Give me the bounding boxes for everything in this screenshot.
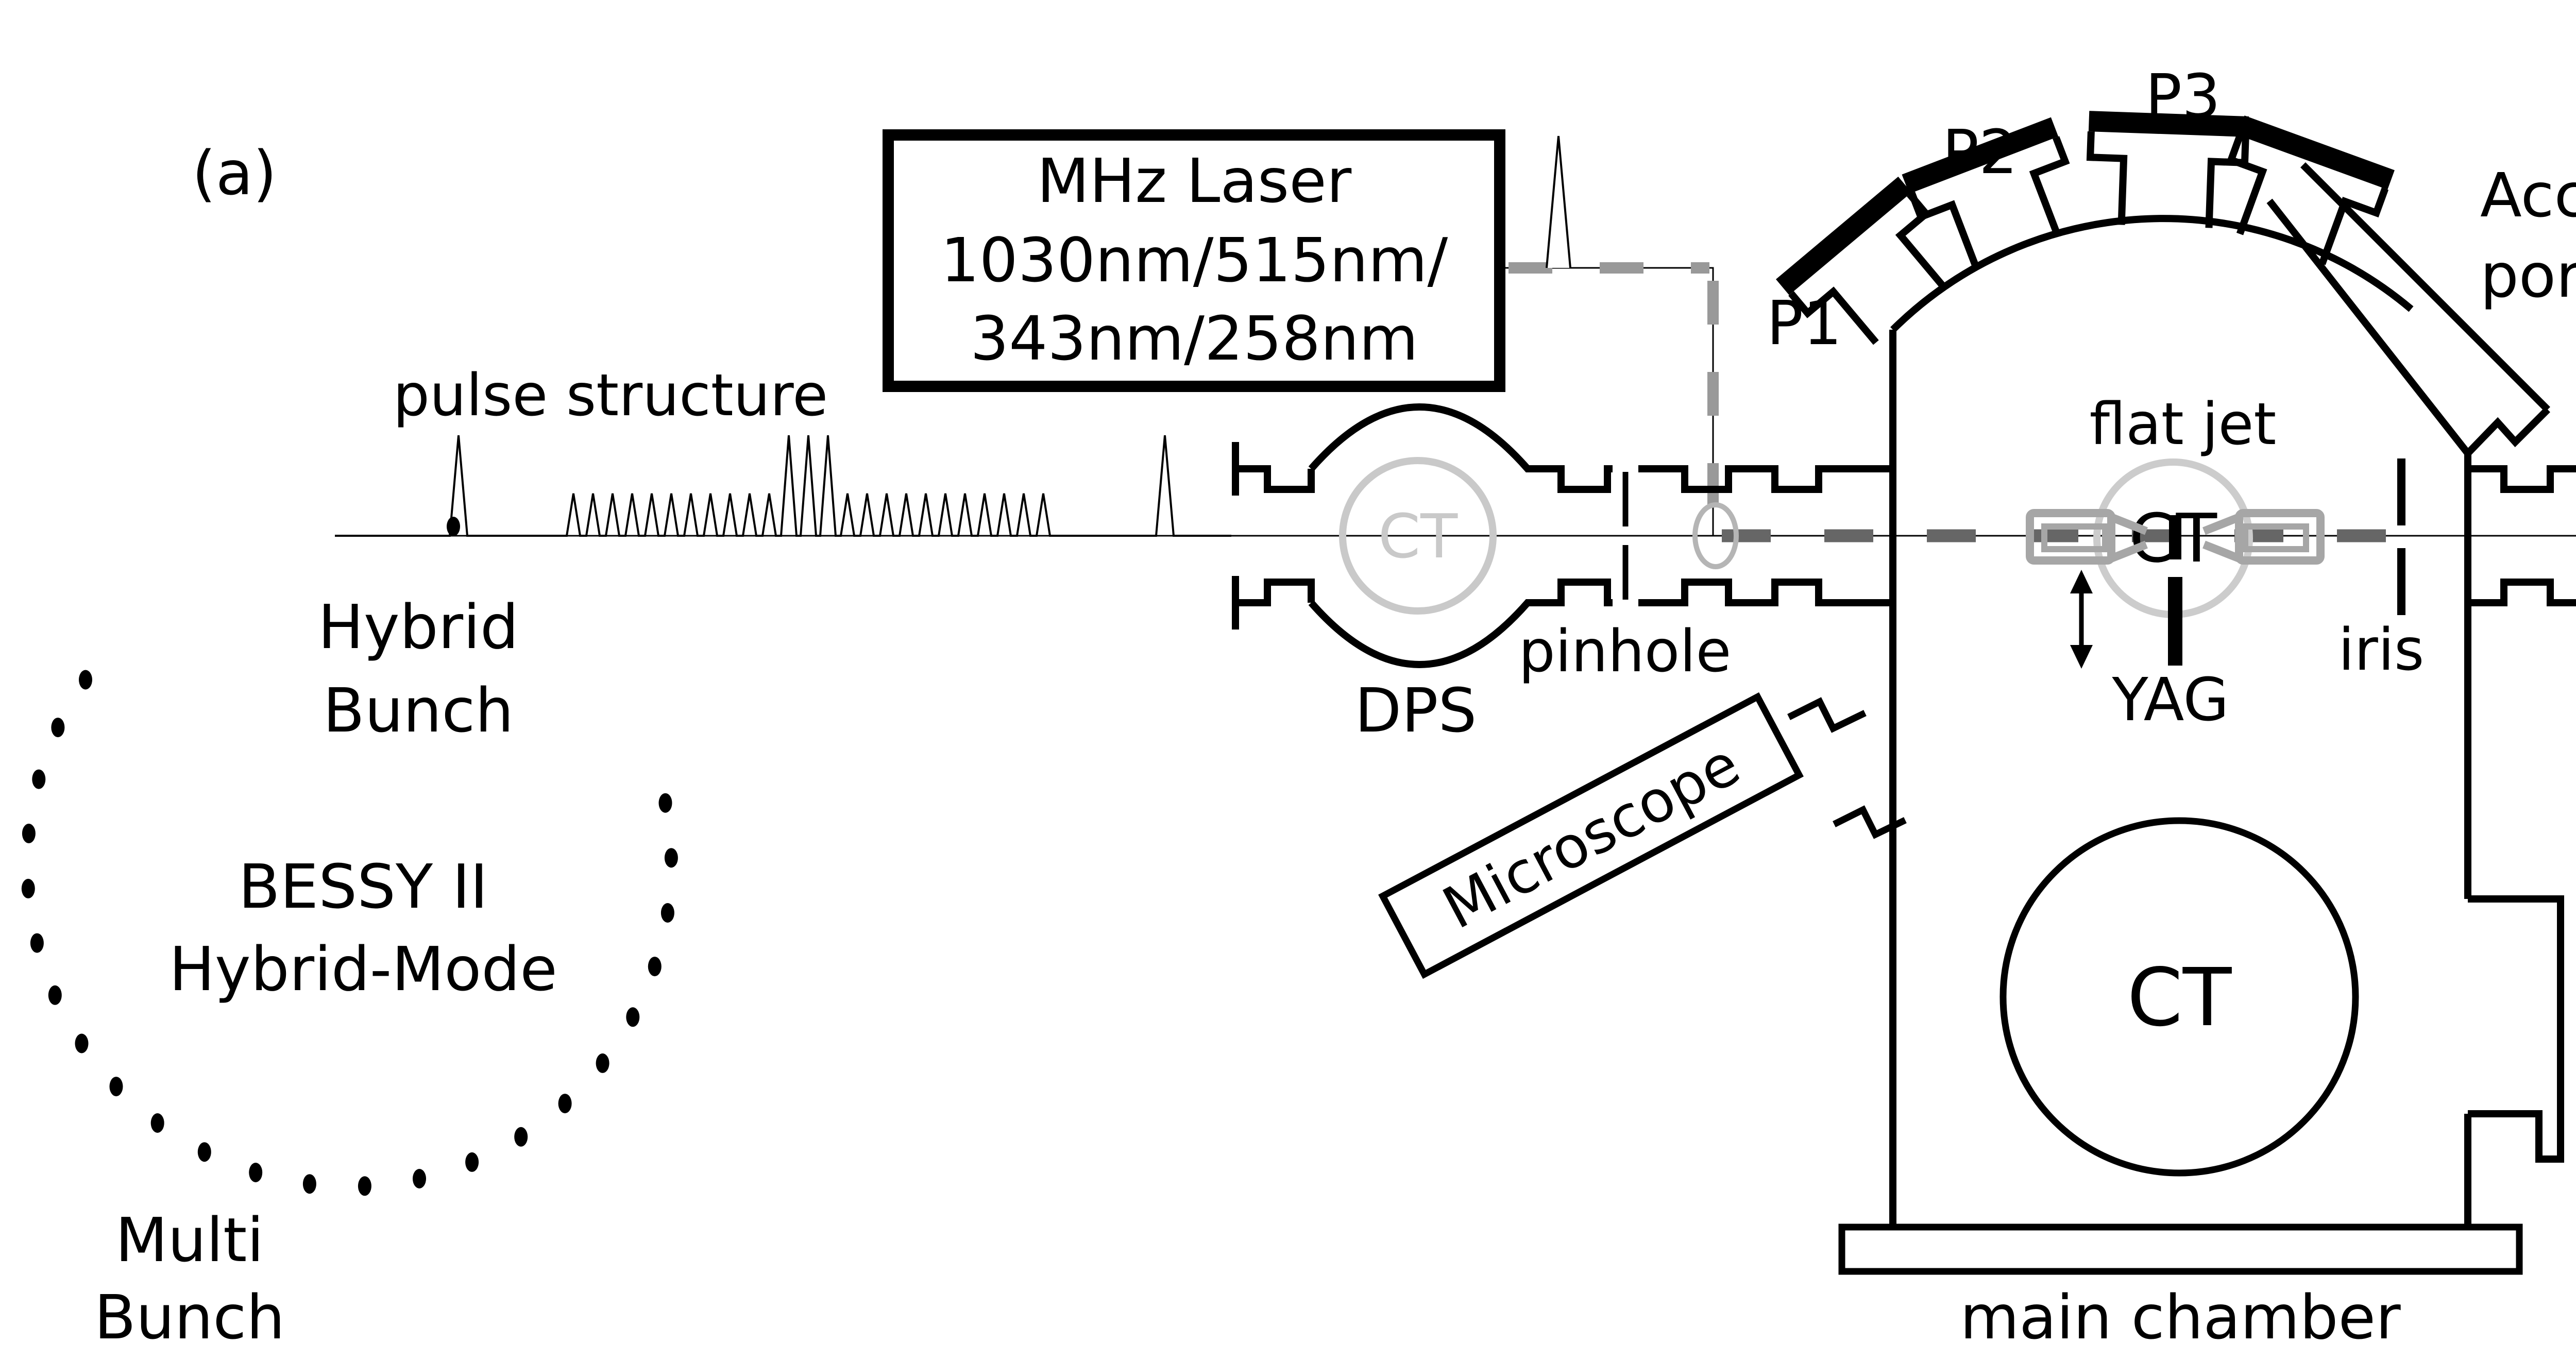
ring-dot — [79, 670, 92, 690]
pipe-bottom-wall — [1235, 579, 1893, 668]
ring-dot — [48, 985, 62, 1005]
access-port-top-label-line1: Access — [2480, 160, 2576, 231]
dps-ghost-ct-label: CT — [1378, 501, 1458, 572]
ring-dot — [197, 1142, 211, 1162]
ring-dot — [664, 848, 678, 868]
arrow-down-head — [2070, 645, 2093, 669]
port-stub — [2086, 131, 2249, 228]
laser-box-line1: MHz Laser — [1037, 145, 1352, 216]
ring-dot — [660, 903, 674, 923]
laser-pulse-spike — [1546, 135, 1571, 268]
ring-dot — [51, 718, 65, 738]
right-pipe-top-wall — [2468, 465, 2576, 493]
port-cap — [1902, 117, 2059, 194]
ring-dot — [465, 1152, 479, 1172]
laser-incoupling-mirror — [1692, 502, 1739, 569]
beam-pipe-right — [2468, 465, 2576, 606]
right-nozzle-inner — [2242, 523, 2309, 552]
ring-dot — [75, 1033, 89, 1053]
access-tube-outer-wall — [2300, 162, 2550, 412]
port-cap — [2088, 111, 2249, 137]
right-nozzle-outer — [2235, 509, 2325, 565]
laser-box-line2: 1030nm/515nm/ — [941, 225, 1448, 296]
access-tube-end-flange — [2465, 407, 2550, 456]
ring-dot — [648, 957, 662, 977]
left-nozzle-outer — [2026, 509, 2115, 565]
left-nozzle-inner — [2041, 523, 2108, 552]
pinhole-label: pinhole — [1519, 618, 1732, 685]
multi-bunch-label-line2: Bunch — [94, 1282, 285, 1353]
hybrid-bunch-label-line2: Bunch — [323, 675, 514, 746]
ct-circle — [1999, 817, 2359, 1177]
ring-dot — [32, 769, 46, 789]
right-nozzle-taper — [2202, 513, 2241, 563]
chamber-dome — [1890, 215, 2414, 332]
ring-label-line2: Hybrid-Mode — [169, 933, 557, 1005]
hybrid-bunch-dot — [447, 517, 460, 536]
access-port-top-label-line2: port — [2480, 240, 2576, 311]
port-p2-label: P2 — [1942, 116, 2018, 188]
ring-dot — [21, 878, 35, 898]
microscope-port-flange — [1787, 697, 1907, 839]
port-cap — [1776, 176, 1912, 295]
ct-label: CT — [2127, 951, 2232, 1044]
ring-dot — [514, 1127, 528, 1147]
ring-dot — [249, 1163, 263, 1182]
left-nozzle-taper — [2110, 513, 2148, 563]
flat-jet-label: flat jet — [2090, 391, 2277, 458]
ring-dot — [626, 1007, 640, 1027]
ring-dot — [30, 933, 44, 953]
dps-ghost-ct-circle — [1339, 457, 1497, 615]
ring-dot — [302, 1174, 316, 1194]
yag-label: YAG — [2111, 666, 2229, 735]
ring-dot — [22, 823, 36, 843]
flat-jet-sheet — [2169, 515, 2181, 559]
pulse-structure-label: pulse structure — [393, 362, 828, 429]
laser-box-line3: 343nm/258nm — [970, 303, 1418, 374]
port-stub — [1908, 136, 2070, 268]
ring-dot — [109, 1077, 123, 1097]
access-port-tube-top — [2266, 162, 2550, 456]
port-p3-label: P3 — [2145, 61, 2221, 132]
iris-label: iris — [2338, 617, 2425, 684]
chamber-right-wall-and-access-stub — [2464, 453, 2564, 1227]
mhz-laser-box — [883, 129, 1505, 392]
storage-ring-dots — [21, 670, 678, 1196]
ring-dot — [658, 793, 672, 813]
access-tube-inner-wall — [2266, 198, 2471, 456]
microscope-label: Microscope — [1432, 731, 1750, 942]
panel-a: (a) pulse structure Hybrid Bunch BESSY I… — [21, 61, 2576, 1353]
flat-jet-nozzles — [2026, 509, 2325, 565]
ring-dot — [150, 1113, 164, 1133]
dps-label: DPS — [1355, 675, 1477, 746]
laser-path-line — [1500, 267, 1714, 536]
main-chamber-label: main chamber — [1960, 1282, 2401, 1353]
ring-dot — [558, 1094, 572, 1114]
ring-dot — [596, 1053, 609, 1073]
right-pipe-bottom-wall — [2468, 579, 2576, 606]
hybrid-bunch-label-line1: Hybrid — [318, 591, 519, 662]
panel-a-label: (a) — [192, 138, 277, 209]
pulse-train-waveform — [335, 435, 1231, 537]
microscope-body — [1378, 692, 1804, 979]
chamber-top-ports — [1776, 111, 2395, 345]
arrow-up-head — [2070, 570, 2093, 593]
multi-bunch-label-line1: Multi — [115, 1204, 264, 1276]
port-cap — [2237, 115, 2395, 190]
yag-screen — [2168, 577, 2182, 666]
chamber-base-plate — [1838, 1223, 2523, 1275]
beam-pipe-left — [1232, 403, 1893, 668]
port-p1-label: P1 — [1767, 287, 1842, 359]
pipe-top-wall — [1235, 403, 1893, 493]
port-stub — [2226, 134, 2389, 265]
ring-label-line1: BESSY II — [239, 851, 488, 922]
ring-dot — [413, 1169, 426, 1188]
ring-dot — [358, 1176, 371, 1196]
vertical-motion-arrow — [2070, 570, 2093, 669]
